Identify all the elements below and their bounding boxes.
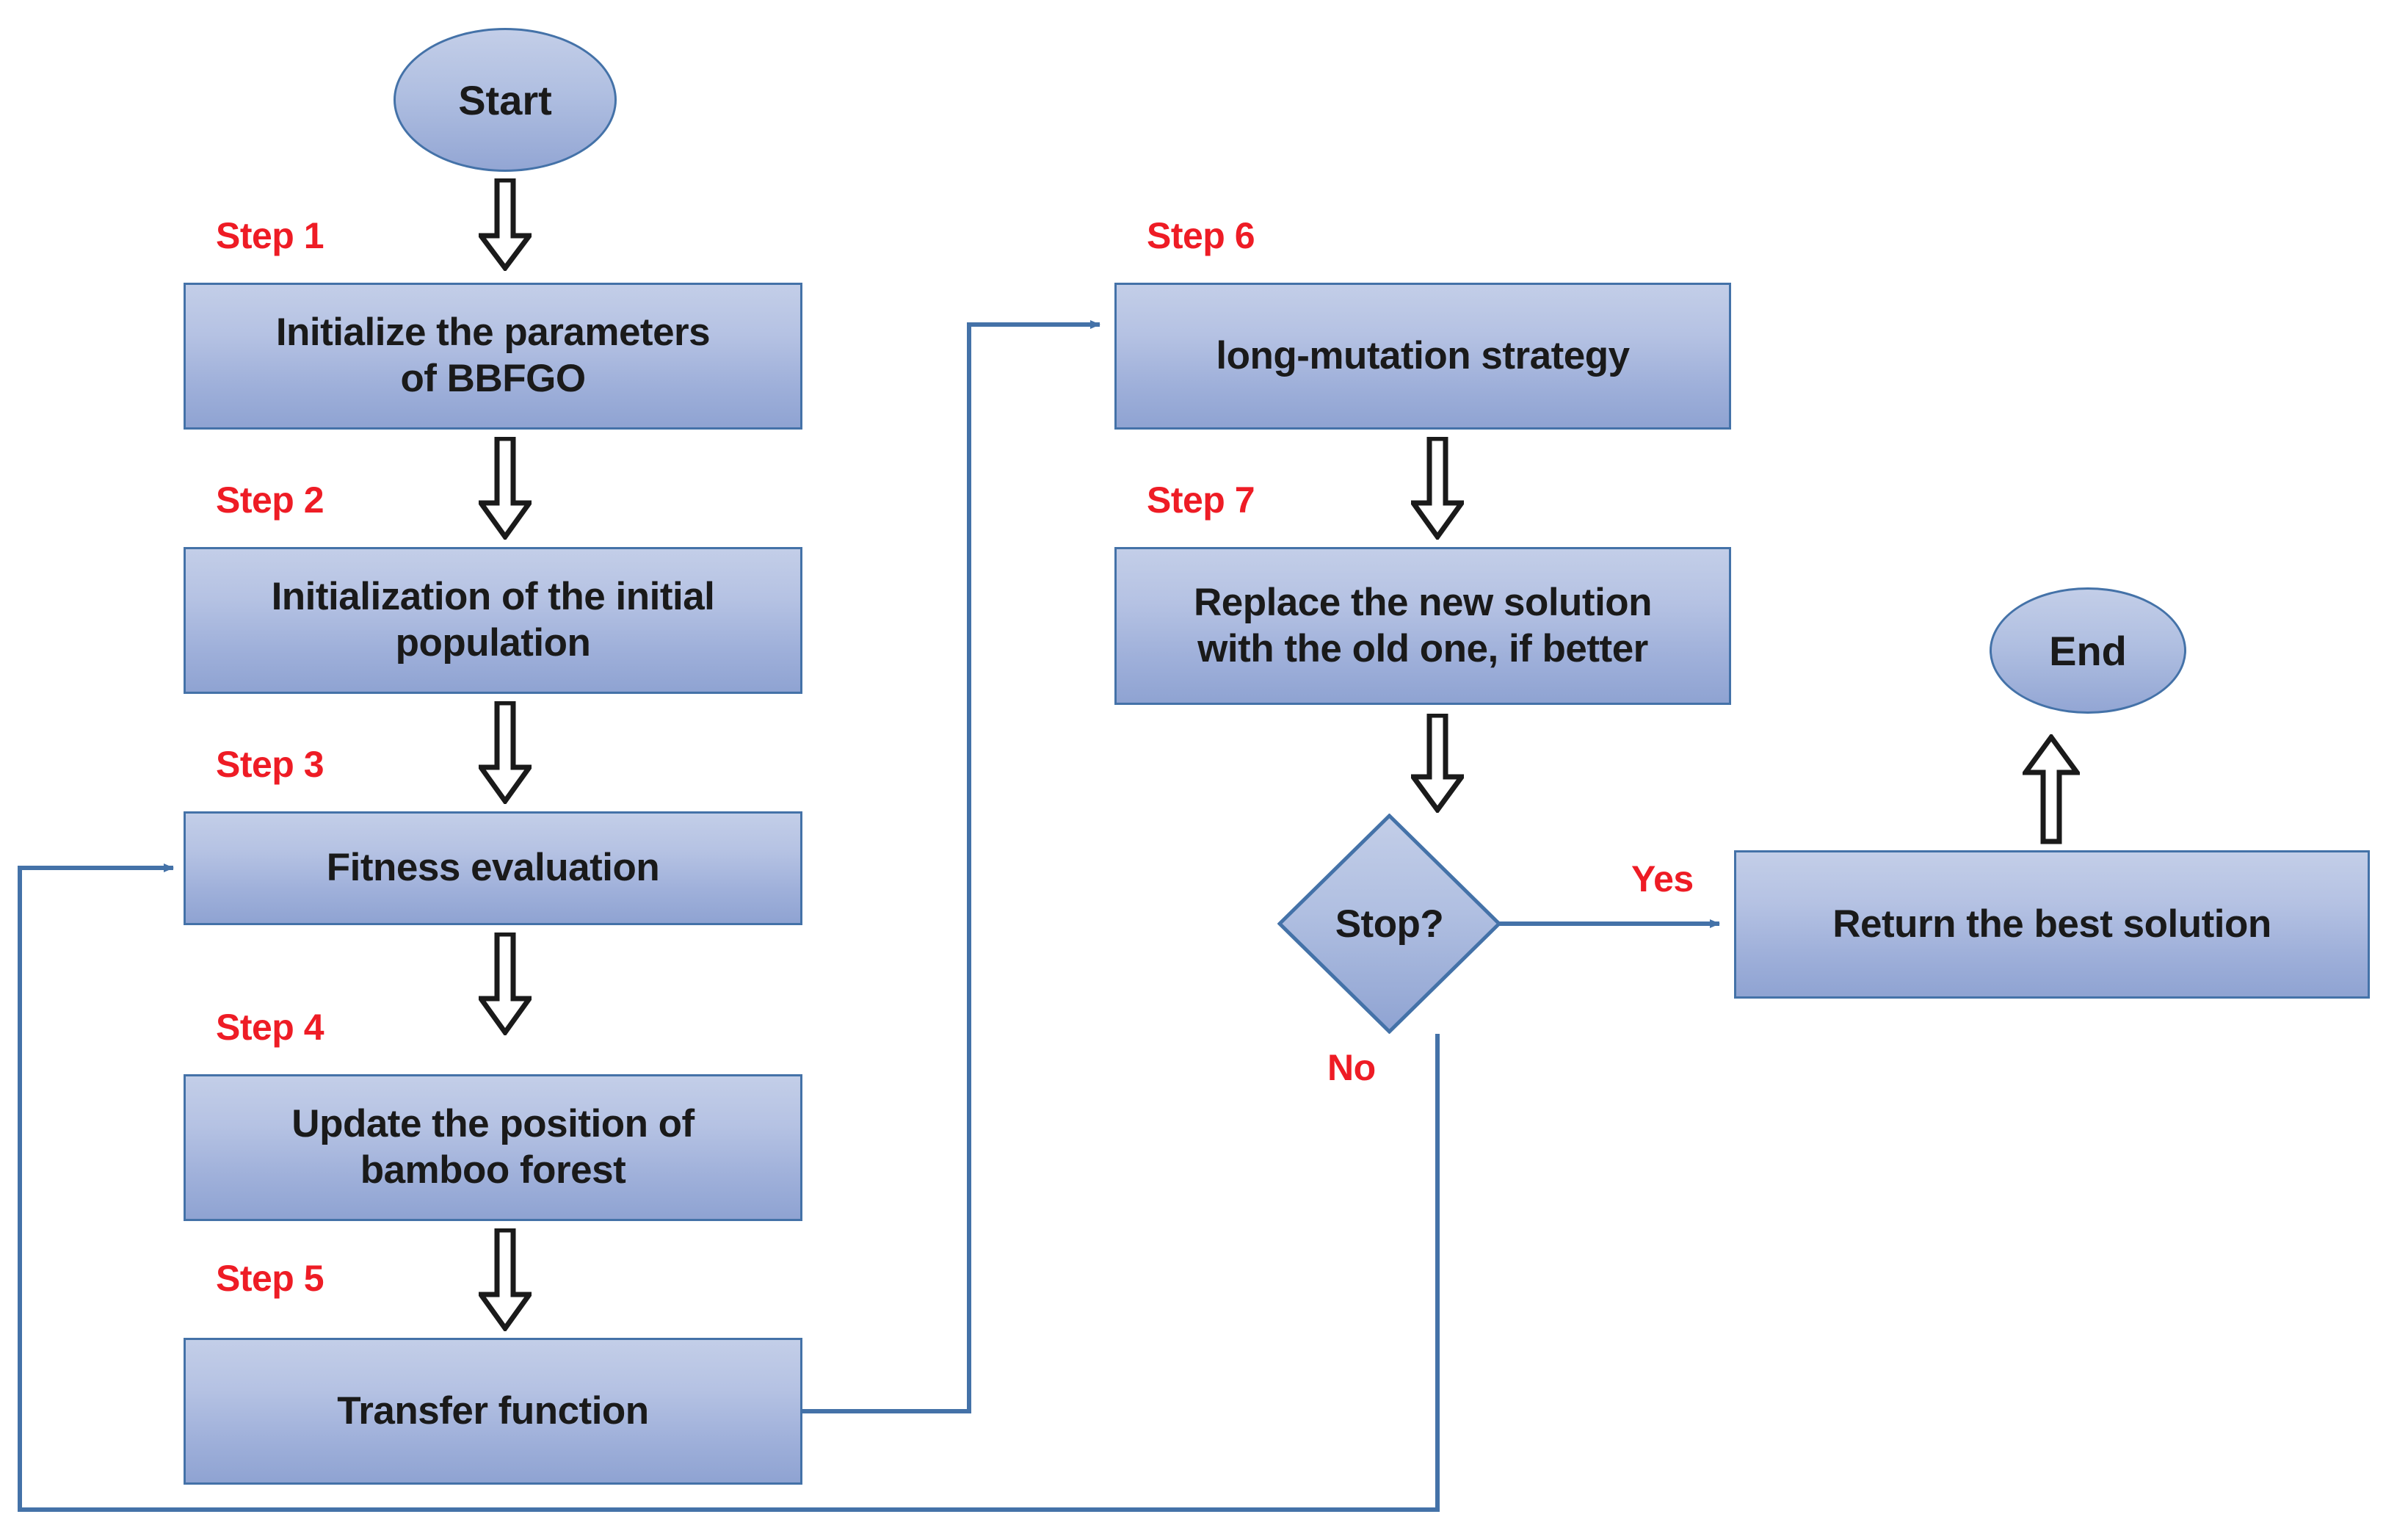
node-step1[interactable]: Initialize the parameters of BBFGO [184,283,802,430]
node-return-label: Return the best solution [1832,902,2271,946]
node-step6[interactable]: long-mutation strategy [1114,283,1731,430]
branch-label-no: No [1327,1047,1376,1088]
node-start[interactable]: Start [394,28,617,172]
block-arrow-start-to-step1 [479,178,532,271]
block-arrow-step2-to-step3 [479,701,532,804]
node-decision-stop[interactable]: Stop? [1277,814,1501,1034]
node-step2[interactable]: Initialization of the initial population [184,547,802,694]
edge-step5-to-step6 [802,320,1100,1413]
node-step5-label: Transfer function [337,1388,649,1433]
block-arrow-step3-to-step4 [479,933,532,1035]
node-return-best-solution[interactable]: Return the best solution [1734,850,2370,999]
node-step1-label: Initialize the parameters of BBFGO [275,311,711,400]
step-label-6: Step 6 [1147,215,1255,256]
node-end-label: End [2049,627,2127,674]
block-arrow-return-to-end [2023,734,2080,844]
block-arrow-step4-to-step5 [479,1228,532,1331]
step-label-7: Step 7 [1147,479,1255,521]
node-step6-label: long-mutation strategy [1216,333,1630,377]
node-step3-label: Fitness evaluation [326,846,660,890]
block-arrow-step6-to-step7 [1411,437,1464,540]
step-label-5: Step 5 [216,1258,324,1299]
node-step2-label: Initialization of the initial population [271,575,715,665]
step-label-3: Step 3 [216,744,324,785]
step-label-4: Step 4 [216,1007,324,1048]
block-arrow-step7-to-decision [1411,714,1464,813]
node-step4-label: Update the position of bamboo forest [291,1102,695,1192]
node-step5[interactable]: Transfer function [184,1338,802,1485]
branch-label-yes: Yes [1631,858,1694,899]
node-decision-label: Stop? [1335,902,1444,946]
node-start-label: Start [458,76,552,123]
node-step7[interactable]: Replace the new solution with the old on… [1114,547,1731,705]
node-step4[interactable]: Update the position of bamboo forest [184,1074,802,1221]
node-step7-label: Replace the new solution with the old on… [1193,580,1653,670]
step-label-1: Step 1 [216,215,324,256]
block-arrow-step1-to-step2 [479,437,532,540]
node-step3[interactable]: Fitness evaluation [184,811,802,925]
node-end[interactable]: End [1990,587,2186,714]
step-label-2: Step 2 [216,479,324,521]
